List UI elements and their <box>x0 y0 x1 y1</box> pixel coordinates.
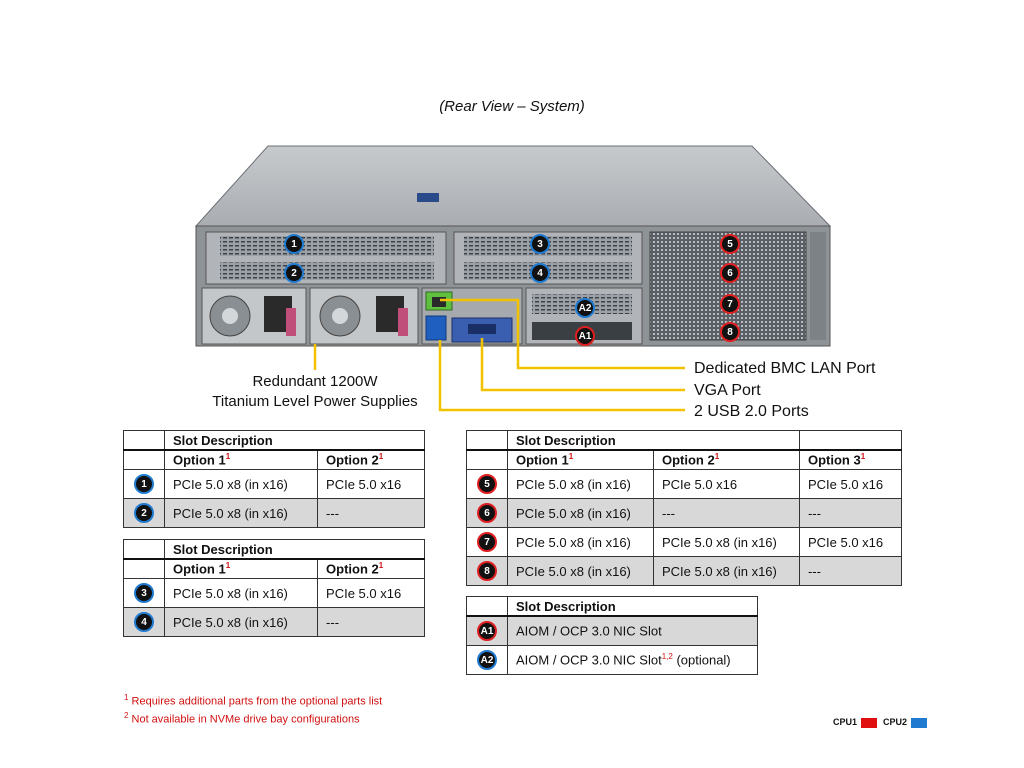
chassis-badge-8: 8 <box>720 322 740 342</box>
chassis-badge-4: 4 <box>530 263 550 283</box>
slot-badge: 1 <box>134 474 154 494</box>
slot-description-header: Slot Description <box>507 596 758 617</box>
slot-badge: 7 <box>477 532 497 552</box>
slot-table-aiom: Slot Description A1 AIOM / OCP 3.0 NIC S… <box>466 596 758 675</box>
slot-description-header: Slot Description <box>507 430 800 451</box>
option-3-header: Option 31 <box>798 449 903 470</box>
psu-callout-line2: Titanium Level Power Supplies <box>212 393 418 410</box>
slot-badge: A1 <box>477 621 497 641</box>
chassis-badge-5: 5 <box>720 234 740 254</box>
table-row: A2 AIOM / OCP 3.0 NIC Slot1,2 (optional) <box>466 645 758 675</box>
footnote-2: 2 Not available in NVMe drive bay config… <box>124 711 360 726</box>
slot-badge: 2 <box>134 503 154 523</box>
option-1-header: Option 11 <box>507 449 654 470</box>
chassis-badge-2: 2 <box>284 263 304 283</box>
psu-callout: Redundant 1200W Titanium Level Power Sup… <box>180 372 450 412</box>
slot-table-5-8: Slot Description Option 11 Option 21 Opt… <box>466 430 903 586</box>
chassis-label-tag <box>417 193 439 202</box>
cpu2-legend-label: CPU2 <box>883 717 908 727</box>
slot-description-header: Slot Description <box>164 539 425 560</box>
usb-ports <box>425 315 447 341</box>
usb-callout: 2 USB 2.0 Ports <box>694 403 809 420</box>
table-row: 5 PCIe 5.0 x8 (in x16) PCIe 5.0 x16 PCIe… <box>466 469 903 499</box>
table-row: 2 PCIe 5.0 x8 (in x16) --- <box>123 498 425 528</box>
slot-badge: 5 <box>477 474 497 494</box>
option-1-header: Option 11 <box>163 449 319 470</box>
table-row: 1 PCIe 5.0 x8 (in x16) PCIe 5.0 x16 <box>123 469 425 499</box>
chassis-badge-1: 1 <box>284 234 304 254</box>
slot-badge: 3 <box>134 583 154 603</box>
option-1-header: Option 11 <box>163 558 319 579</box>
bmc-lan-callout: Dedicated BMC LAN Port <box>694 360 876 377</box>
slot-badge: 8 <box>477 561 497 581</box>
option-2-header: Option 21 <box>317 558 425 579</box>
table-row: 6 PCIe 5.0 x8 (in x16) --- --- <box>466 498 903 528</box>
chassis-badge-a2: A2 <box>575 298 595 318</box>
option-2-header: Option 21 <box>652 449 800 470</box>
chassis-badge-7: 7 <box>720 294 740 314</box>
cpu1-color-swatch <box>861 717 878 728</box>
chassis-badge-3: 3 <box>530 234 550 254</box>
slot-description-header: Slot Description <box>164 430 425 451</box>
cpu-legend: CPU1 CPU2 <box>833 717 933 728</box>
slot-badge: A2 <box>477 650 497 670</box>
slot-table-3-4: Slot Description Option 11 Option 21 3 P… <box>123 539 425 637</box>
chassis-badge-a1: A1 <box>575 326 595 346</box>
option-2-header: Option 21 <box>317 449 425 470</box>
slot-table-1-2: Slot Description Option 11 Option 21 1 P… <box>123 430 425 528</box>
cpu2-color-swatch <box>911 717 928 728</box>
table-row: 8 PCIe 5.0 x8 (in x16) PCIe 5.0 x8 (in x… <box>466 556 903 586</box>
chassis-badge-6: 6 <box>720 263 740 283</box>
slot-badge: 6 <box>477 503 497 523</box>
diagram-title: (Rear View – System) <box>439 98 585 115</box>
table-row: 3 PCIe 5.0 x8 (in x16) PCIe 5.0 x16 <box>123 578 425 608</box>
table-row: A1 AIOM / OCP 3.0 NIC Slot <box>466 615 758 646</box>
psu-callout-line1: Redundant 1200W <box>252 373 378 390</box>
table-row: 4 PCIe 5.0 x8 (in x16) --- <box>123 607 425 637</box>
slot-badge: 4 <box>134 612 154 632</box>
table-row: 7 PCIe 5.0 x8 (in x16) PCIe 5.0 x8 (in x… <box>466 527 903 557</box>
footnote-1: 1 Requires additional parts from the opt… <box>124 693 383 708</box>
vga-callout: VGA Port <box>694 382 761 399</box>
cpu1-legend-label: CPU1 <box>833 717 858 727</box>
